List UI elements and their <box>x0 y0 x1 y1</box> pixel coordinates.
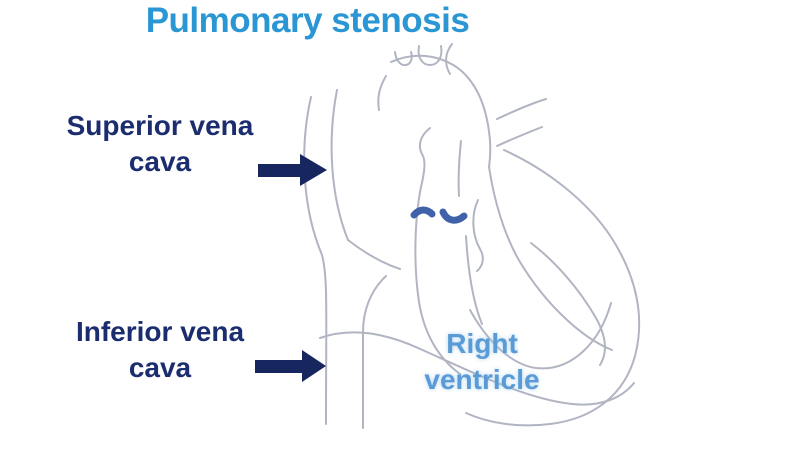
pulmonary-vein-line-1 <box>496 98 547 120</box>
svc-inner-line <box>330 89 349 241</box>
svc-outer-line <box>303 96 328 425</box>
inferior-border-line <box>319 331 635 406</box>
left-heart-outer-wall <box>465 149 641 427</box>
aorta-branch-stub-2 <box>417 45 443 67</box>
superior-vena-cava-label: Superior vena cava <box>66 110 254 177</box>
right-ventricle-label: Right ventricle <box>424 328 540 396</box>
stenotic-pulmonary-valve-icon <box>410 206 468 224</box>
ventricle-inner-line-2 <box>530 242 606 366</box>
pulmonary-trunk-left-wall <box>414 127 461 375</box>
inferior-vena-cava-arrow-icon <box>255 350 326 382</box>
svc-top-hook <box>377 75 387 111</box>
page-title: Pulmonary stenosis <box>145 1 470 40</box>
aortic-arch-line <box>390 54 613 351</box>
heart-outline <box>303 43 641 429</box>
aorta-branch-stub-3 <box>445 43 453 75</box>
svc-junction-line <box>347 239 401 270</box>
pulmonary-trunk-right-wall-lower <box>465 235 483 325</box>
aorta-branch-stub-1 <box>394 51 413 67</box>
inferior-vena-cava-label: Inferior vena cava <box>75 316 245 383</box>
superior-vena-cava-arrow-icon <box>258 154 327 186</box>
pulmonary-vein-line-2 <box>496 126 543 147</box>
valve-cusp-right <box>439 208 468 224</box>
valve-cusp-left <box>410 206 436 219</box>
leaflet-squiggle-line <box>472 199 484 272</box>
pulmonary-trunk-right-wall-upper <box>457 140 462 197</box>
ventricle-inner-line-1 <box>469 302 612 370</box>
